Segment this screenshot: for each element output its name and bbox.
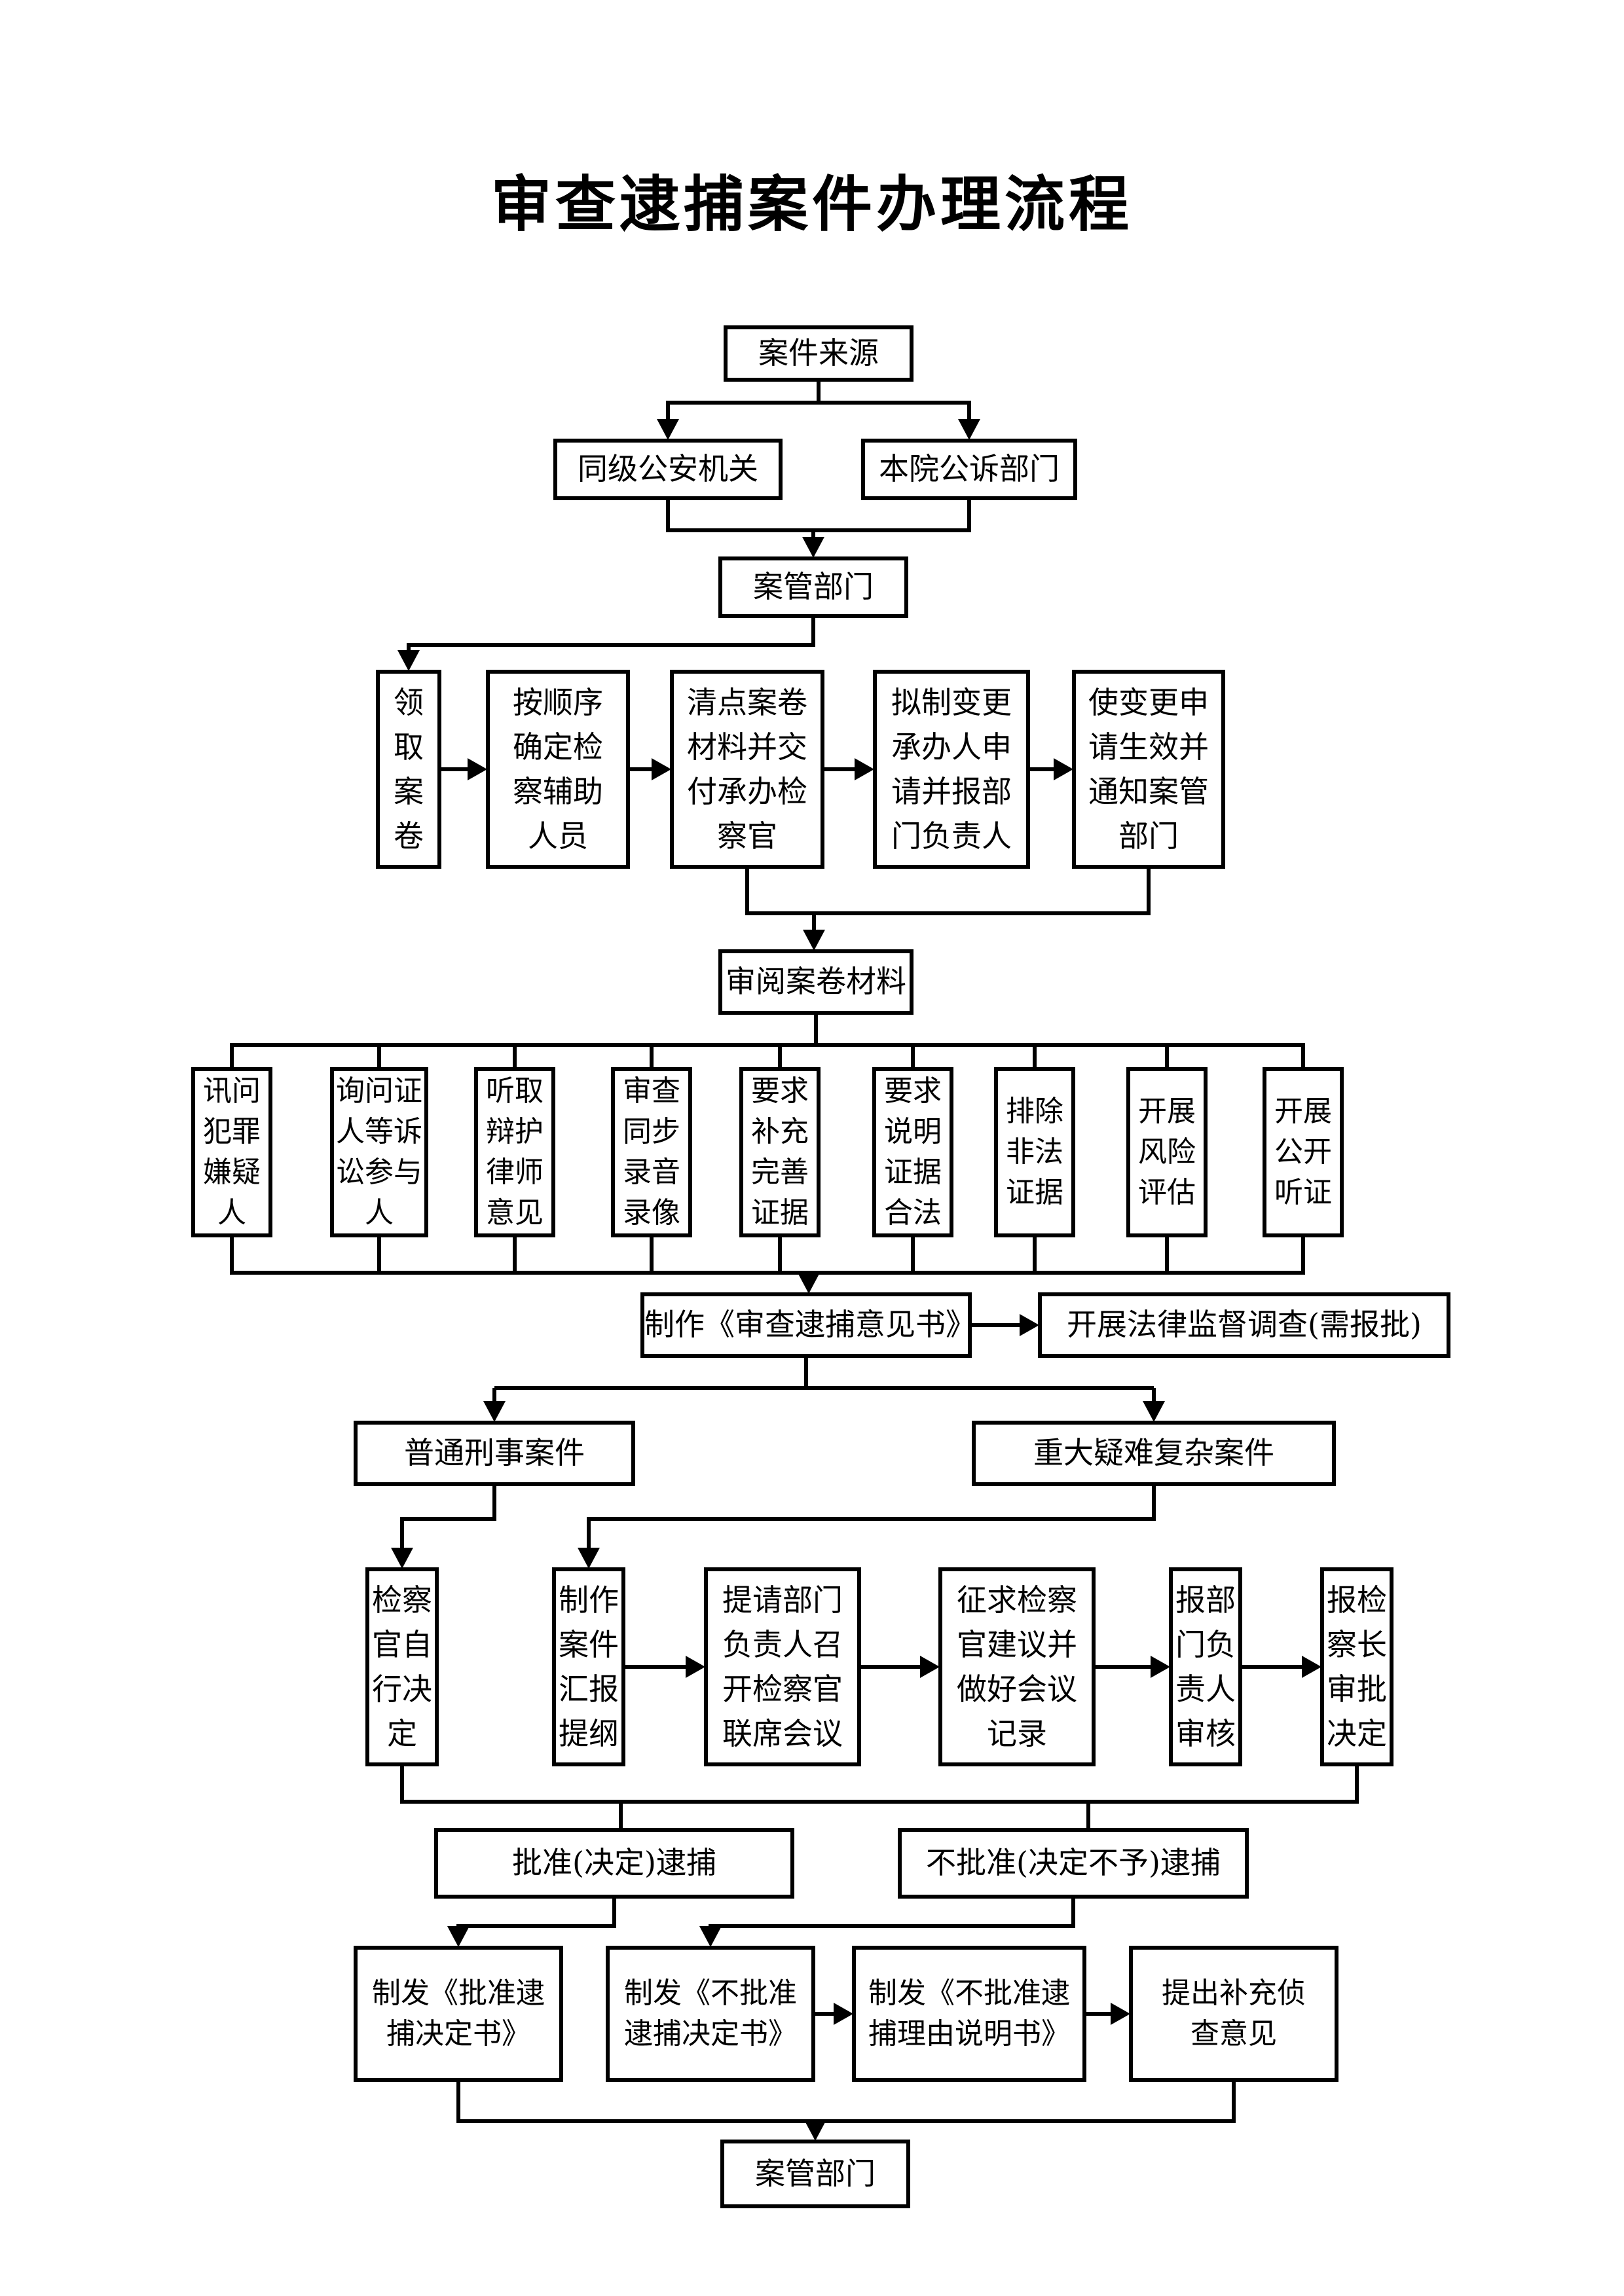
effect-change-and-notify: 使变更申 请生效并 通知案管 部门 (1072, 670, 1225, 869)
interrogate-suspect: 讯问 犯罪 嫌疑 人 (191, 1067, 272, 1237)
assign-assistant-in-order: 按顺序 确定检 察辅助 人员 (486, 670, 630, 869)
supplementary-investigation-opinion: 提出补充侦 查意见 (1129, 1946, 1338, 2082)
question-witnesses-participants: 询问证 人等诉 讼参与 人 (330, 1067, 428, 1237)
joint-prosecutor-meeting: 提请部门 负责人召 开检察官 联席会议 (704, 1567, 861, 1766)
hear-defense-lawyer-opinion: 听取 辩护 律师 意见 (474, 1067, 555, 1237)
exclude-illegal-evidence: 排除 非法 证据 (994, 1067, 1075, 1237)
issue-approval-decision: 制发《批准逮 捕决定书》 (354, 1946, 563, 2082)
prosecutor-self-decide: 检察 官自 行决 定 (365, 1567, 439, 1766)
draft-change-of-handler-request: 拟制变更 承办人申 请并报部 门负责人 (873, 670, 1030, 869)
issue-disapproval-reasons: 制发《不批准逮 捕理由说明书》 (852, 1946, 1086, 2082)
draft-arrest-review-opinion: 制作《审查逮捕意见书》 (640, 1292, 976, 1358)
risk-assessment: 开展 风险 评估 (1126, 1067, 1208, 1237)
legal-supervision-investigation: 开展法律监督调查(需报批) (1038, 1292, 1450, 1358)
dept-head-review: 报部 门负 责人 审核 (1169, 1567, 1242, 1766)
same-level-public-security: 同级公安机关 (553, 439, 783, 500)
chief-prosecutor-approval: 报检 察长 审批 决定 (1320, 1567, 1393, 1766)
inventory-and-transfer-file: 清点案卷 材料并交 付承办检 察官 (670, 670, 824, 869)
court-prosecution-dept: 本院公诉部门 (861, 439, 1077, 500)
case-source: 案件来源 (724, 325, 913, 382)
draft-case-report-outline: 制作 案件 汇报 提纲 (552, 1567, 625, 1766)
approve-arrest: 批准(决定)逮捕 (434, 1828, 794, 1899)
case-mgmt-dept-final: 案管部门 (720, 2140, 910, 2208)
public-hearing: 开展 公开 听证 (1263, 1067, 1344, 1237)
review-case-materials: 审阅案卷材料 (718, 949, 913, 1015)
case-mgmt-dept: 案管部门 (718, 556, 908, 618)
review-sync-audio-video: 审查 同步 录音 录像 (611, 1067, 692, 1237)
require-supplement-evidence: 要求 补充 完善 证据 (739, 1067, 821, 1237)
require-explain-evidence-legality: 要求 说明 证据 合法 (872, 1067, 953, 1237)
major-difficult-complex-case: 重大疑难复杂案件 (972, 1421, 1336, 1486)
solicit-opinions-keep-minutes: 征求检察 官建议并 做好会议 记录 (938, 1567, 1096, 1766)
page-title: 审查逮捕案件办理流程 (490, 169, 1133, 240)
disapprove-arrest: 不批准(决定不予)逮捕 (898, 1828, 1249, 1899)
receive-case-file: 领 取 案 卷 (376, 670, 441, 869)
issue-disapproval-decision: 制发《不批准 逮捕决定书》 (606, 1946, 815, 2082)
ordinary-criminal-case: 普通刑事案件 (354, 1421, 635, 1486)
